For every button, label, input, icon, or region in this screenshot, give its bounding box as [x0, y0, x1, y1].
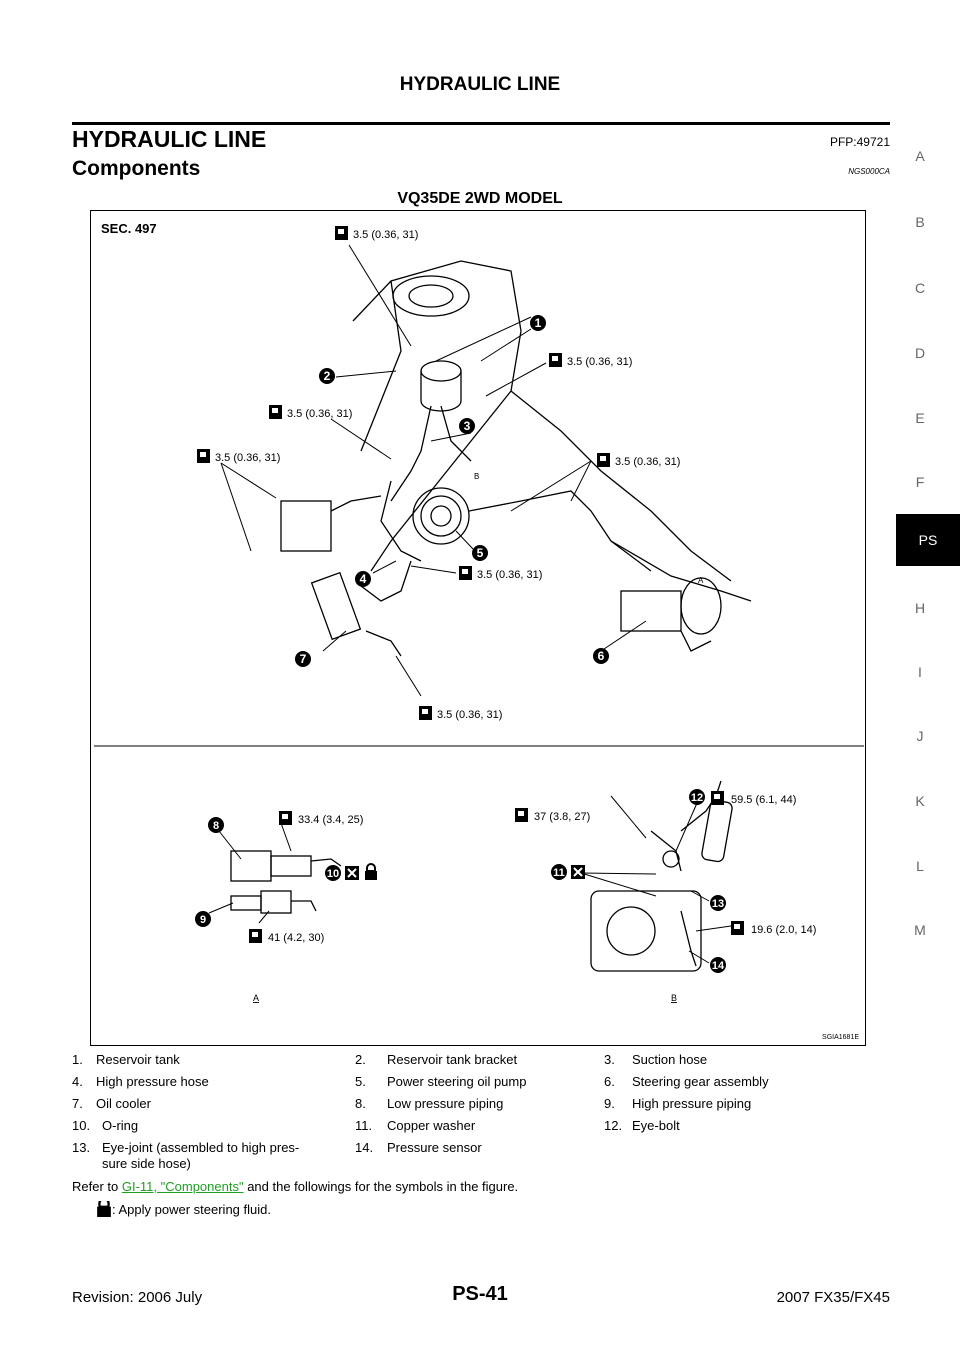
- torque-label: 33.4 (3.4, 25): [298, 814, 363, 826]
- subsection-code: NGS000CA: [848, 167, 890, 176]
- figure-illustration: SEC. 497: [94, 221, 864, 1041]
- upper-assembly-drawing: [280, 260, 752, 657]
- page-number: PS-41: [452, 1283, 508, 1305]
- section-title: HYDRAULIC LINE: [72, 126, 267, 152]
- side-tab-m[interactable]: M: [914, 922, 926, 938]
- side-tab-i[interactable]: I: [918, 664, 922, 680]
- legend-item: 6. Steering gear assembly: [604, 1074, 769, 1089]
- side-tab-c[interactable]: C: [914, 280, 926, 296]
- torque-label: 19.6 (2.0, 14): [751, 924, 816, 936]
- callout-7: 7: [300, 652, 307, 666]
- pfp-code: PFP:49721: [829, 135, 890, 149]
- legend-item: 11. Copper washer: [355, 1118, 476, 1133]
- callout-5: 5: [477, 546, 484, 560]
- callout-4: 4: [360, 572, 367, 586]
- view-label-a: A: [253, 993, 259, 1003]
- side-tab-d[interactable]: D: [914, 345, 926, 361]
- side-tab-e[interactable]: E: [915, 410, 925, 426]
- legend-item: 12. Eye-bolt: [604, 1118, 680, 1133]
- legend-item: 7. Oil cooler: [72, 1096, 151, 1111]
- callout-1: 1: [535, 316, 542, 330]
- components-link[interactable]: GI-11, "Components": [121, 1179, 244, 1194]
- legend-item-cont: sure side hose): [102, 1156, 191, 1171]
- legend-item: 3. Suction hose: [604, 1052, 708, 1067]
- legend-item: 9. High pressure piping: [604, 1096, 752, 1111]
- detail-b-drawing: [590, 780, 733, 972]
- vehicle-model: 2007 FX35/FX45: [776, 1289, 890, 1306]
- legend-item: 8. Low pressure piping: [355, 1096, 504, 1111]
- legend-item: 14. Pressure sensor: [355, 1140, 482, 1155]
- legend-item: 2. Reservoir tank bracket: [355, 1052, 518, 1067]
- side-tab-f[interactable]: F: [915, 474, 925, 490]
- figure-code: SGIA1681E: [822, 1034, 859, 1041]
- model-title: VQ35DE 2WD MODEL: [397, 190, 563, 207]
- callout-11: 11: [553, 867, 565, 879]
- callout-10: 10: [327, 868, 339, 880]
- callout-13: 13: [712, 898, 724, 910]
- torque-label: 3.5 (0.36, 31): [615, 456, 680, 468]
- detail-a-drawing: [230, 850, 342, 914]
- legend-item: 13. Eye-joint (assembled to high pres-: [72, 1140, 300, 1155]
- side-tab-j[interactable]: J: [916, 728, 924, 744]
- callout-14: 14: [712, 960, 725, 972]
- running-header: HYDRAULIC LINE: [399, 74, 561, 95]
- torque-label: 37 (3.8, 27): [534, 811, 590, 823]
- side-tab-a[interactable]: A: [915, 148, 925, 164]
- legend-item: 10. O-ring: [72, 1118, 139, 1133]
- legend-item: 4. High pressure hose: [72, 1074, 209, 1089]
- torque-label: 3.5 (0.36, 31): [353, 229, 418, 241]
- subsection-title: Components: [72, 157, 201, 180]
- torque-label: 41 (4.2, 30): [268, 932, 324, 944]
- component-figure: SEC. 497: [90, 210, 866, 1046]
- view-label-b: B: [671, 993, 677, 1003]
- torque-label: 3.5 (0.36, 31): [437, 709, 502, 721]
- torque-label: 3.5 (0.36, 31): [567, 356, 632, 368]
- oring-replace-icon: [345, 866, 359, 880]
- fluid-icon: [364, 863, 378, 881]
- callout-12: 12: [691, 792, 703, 804]
- apply-note: : Apply power steering fluid.: [96, 1197, 271, 1217]
- callout-8: 8: [213, 820, 219, 832]
- view-marker-b: B: [474, 472, 479, 481]
- torque-label: 3.5 (0.36, 31): [287, 408, 352, 420]
- legend-item: 1. Reservoir tank: [72, 1052, 180, 1067]
- view-marker-a: A: [698, 576, 704, 585]
- side-tab-h[interactable]: H: [914, 600, 926, 616]
- callout-6: 6: [598, 649, 605, 663]
- torque-label: 3.5 (0.36, 31): [477, 569, 542, 581]
- torque-label: 3.5 (0.36, 31): [215, 452, 280, 464]
- side-tab-ps-active[interactable]: PS: [896, 514, 960, 566]
- header-rule: [72, 122, 890, 125]
- revision-date: Revision: 2006 July: [72, 1289, 203, 1306]
- callout-3: 3: [464, 419, 471, 433]
- side-tab-k[interactable]: K: [915, 793, 925, 809]
- sec-label: SEC. 497: [101, 221, 157, 236]
- refer-note: Refer to GI-11, "Components" and the fol…: [72, 1179, 519, 1194]
- torque-label: 59.5 (6.1, 44): [731, 794, 796, 806]
- callout-2: 2: [324, 369, 331, 383]
- legend-item: 5. Power steering oil pump: [355, 1074, 527, 1089]
- callout-9: 9: [200, 914, 206, 926]
- washer-replace-icon: [571, 865, 585, 879]
- side-tab-l[interactable]: L: [916, 858, 924, 874]
- side-tab-b[interactable]: B: [915, 214, 925, 230]
- fluid-icon: [97, 1197, 111, 1217]
